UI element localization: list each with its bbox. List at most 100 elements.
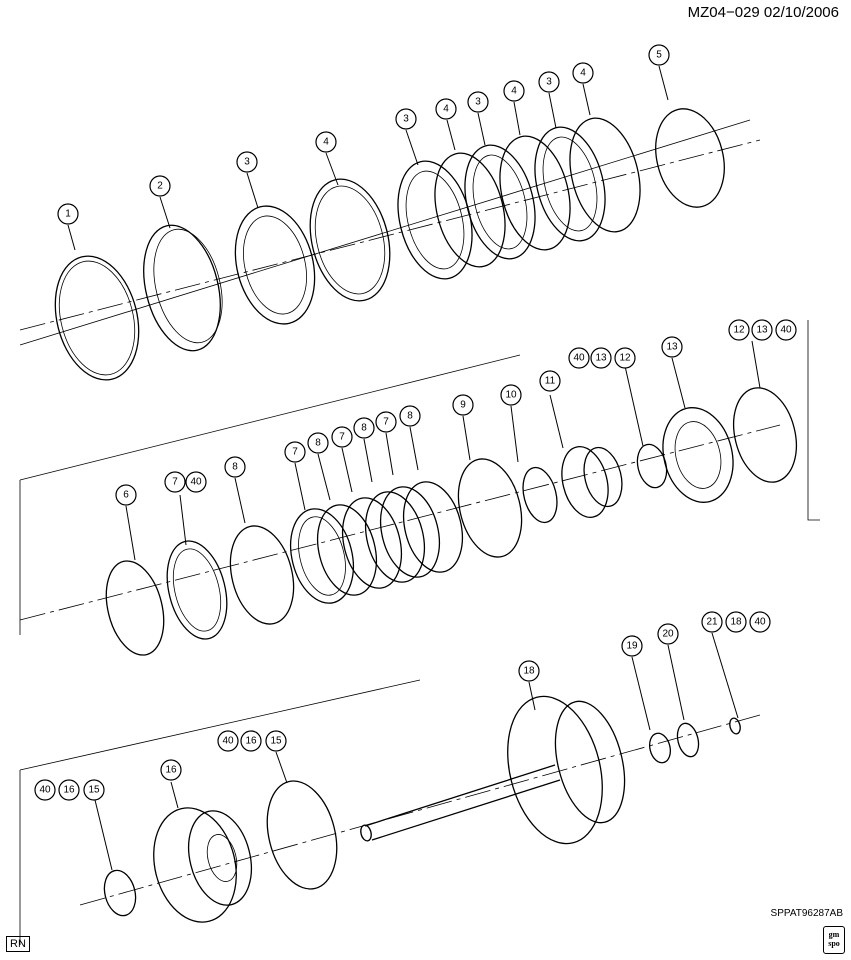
callout-3d: 3 [538, 71, 560, 93]
callout-3b: 3 [395, 108, 417, 130]
callout-19: 19 [621, 635, 643, 657]
svg-text:8: 8 [315, 438, 321, 449]
callout-12a: 12 [614, 347, 636, 369]
svg-text:16: 16 [165, 765, 177, 776]
callout-3a: 3 [236, 151, 258, 173]
friction-plate-3b [397, 160, 473, 280]
callout-16c: 16 [58, 779, 80, 801]
callout-13a: 13 [590, 347, 612, 369]
svg-text:40: 40 [39, 785, 51, 796]
svg-text:8: 8 [407, 411, 413, 422]
svg-text:3: 3 [244, 157, 250, 168]
svg-text:40: 40 [573, 353, 585, 364]
callouts: 1 2 3 4 3 4 3 4 3 4 5 6 7 40 8 7 8 7 8 7… [34, 44, 797, 801]
steel-plate-8b [316, 504, 378, 596]
svg-text:7: 7 [172, 477, 178, 488]
callout-4b: 4 [435, 98, 457, 120]
snap-ring-1 [54, 255, 140, 381]
callout-7d: 7 [375, 411, 397, 433]
washer-19 [648, 732, 672, 764]
svg-text:4: 4 [323, 137, 329, 148]
svg-text:20: 20 [662, 629, 674, 640]
svg-text:40: 40 [754, 617, 766, 628]
steel-plate-4b [434, 152, 506, 268]
svg-text:4: 4 [580, 68, 586, 79]
callout-7b: 7 [284, 441, 306, 463]
steel-plate-6 [105, 560, 165, 656]
leader-lines [67, 65, 761, 871]
svg-text:13: 13 [595, 353, 607, 364]
callout-11: 11 [539, 370, 561, 392]
callout-2: 2 [149, 175, 171, 197]
housing-16 [153, 807, 252, 923]
svg-text:8: 8 [232, 462, 238, 473]
callout-21: 21 [701, 611, 723, 633]
seal-disc-15b [266, 780, 338, 890]
callout-8b: 8 [307, 432, 329, 454]
steel-plate-4c [499, 135, 571, 251]
friction-plate-7b [290, 508, 354, 604]
top-axis [19, 139, 761, 331]
callout-12b: 12 [728, 319, 750, 341]
steel-plate-8c [364, 491, 426, 583]
svg-text:7: 7 [383, 417, 389, 428]
friction-plate-7c [341, 497, 403, 589]
callout-40e: 40 [34, 779, 56, 801]
svg-text:8: 8 [361, 423, 367, 434]
hub-11 [561, 446, 623, 518]
svg-text:6: 6 [123, 490, 129, 501]
friction-plate-3a [234, 205, 316, 325]
svg-text:16: 16 [245, 736, 257, 747]
callout-18a: 18 [518, 660, 540, 682]
svg-text:5: 5 [656, 50, 662, 61]
callout-5: 5 [648, 44, 670, 66]
rn-label: RN [6, 936, 30, 952]
friction-plate-7a [166, 540, 228, 640]
callout-16b: 16 [160, 759, 182, 781]
callout-13c: 13 [751, 319, 773, 341]
callout-7c: 7 [331, 426, 353, 448]
svg-text:4: 4 [443, 104, 449, 115]
steel-plate-8a [229, 525, 295, 625]
bottom-axis [79, 714, 761, 906]
callout-10: 10 [500, 384, 522, 406]
svg-text:16: 16 [63, 785, 75, 796]
clutch-plate-2 [143, 224, 223, 352]
svg-text:7: 7 [339, 432, 345, 443]
svg-text:15: 15 [88, 785, 100, 796]
callout-8a: 8 [224, 456, 246, 478]
svg-text:13: 13 [756, 325, 768, 336]
callout-9: 9 [452, 394, 474, 416]
callout-4d: 4 [572, 62, 594, 84]
svg-text:11: 11 [545, 376, 556, 387]
svg-text:7: 7 [292, 447, 298, 458]
callout-1: 1 [57, 203, 79, 225]
callout-40f: 40 [749, 611, 771, 633]
svg-text:15: 15 [270, 736, 282, 747]
sprag-assembly-13 [662, 407, 734, 503]
svg-text:19: 19 [626, 641, 638, 652]
snap-ring-21 [729, 717, 741, 735]
callout-40c: 40 [775, 319, 797, 341]
svg-text:3: 3 [475, 97, 481, 108]
callout-4c: 4 [503, 80, 525, 102]
shaft-and-drum-18 [360, 695, 626, 845]
callout-15a: 15 [265, 730, 287, 752]
svg-text:12: 12 [733, 325, 745, 336]
steel-plate-8d [402, 481, 464, 573]
callout-20: 20 [657, 623, 679, 645]
bottom-panel-frame [19, 679, 421, 945]
callout-8c: 8 [353, 417, 375, 439]
callout-7a: 7 [164, 471, 186, 493]
callout-40a: 40 [185, 471, 207, 493]
svg-text:3: 3 [403, 114, 409, 125]
svg-text:2: 2 [157, 181, 163, 192]
svg-text:18: 18 [730, 617, 742, 628]
callout-8d: 8 [399, 405, 421, 427]
svg-text:4: 4 [511, 86, 517, 97]
top-panel-frame [19, 119, 751, 346]
middle-axis [19, 424, 781, 621]
svg-text:13: 13 [666, 342, 678, 353]
steel-plate-4d [569, 117, 641, 233]
